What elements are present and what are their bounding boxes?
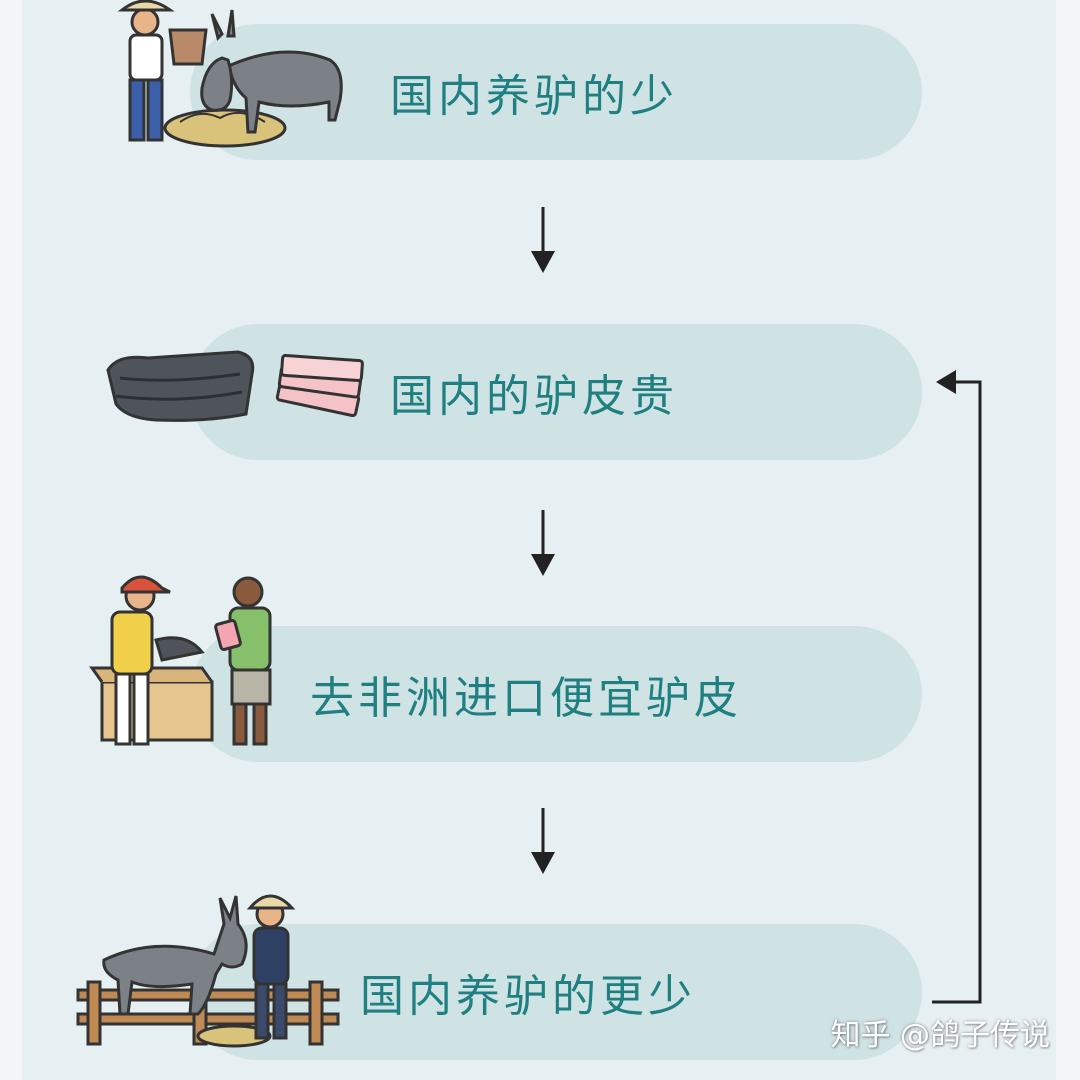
farmer-feeding-donkey-icon [117,0,343,148]
watermark-label: 知乎 @鸽子传说 [830,1018,1050,1053]
step-3-label: 去非洲进口便宜驴皮 [310,673,742,724]
farmer-with-donkey-at-fence-icon [76,894,340,1048]
step-1-label: 国内养驴的少 [390,71,678,122]
arrow-down-1-icon [531,207,555,273]
arrow-down-3-icon [531,808,555,874]
traders-exchanging-hides-icon [89,575,272,746]
step-2-label: 国内的驴皮贵 [390,371,678,422]
donkey-hides-and-money-icon [106,350,364,422]
arrow-down-2-icon [531,510,555,576]
diagram-panel [22,0,1056,1080]
step-4-label: 国内养驴的更少 [360,971,696,1022]
feedback-loop-arrow-icon [932,370,982,1004]
step-3-pill: 去非洲进口便宜驴皮 [190,626,922,762]
